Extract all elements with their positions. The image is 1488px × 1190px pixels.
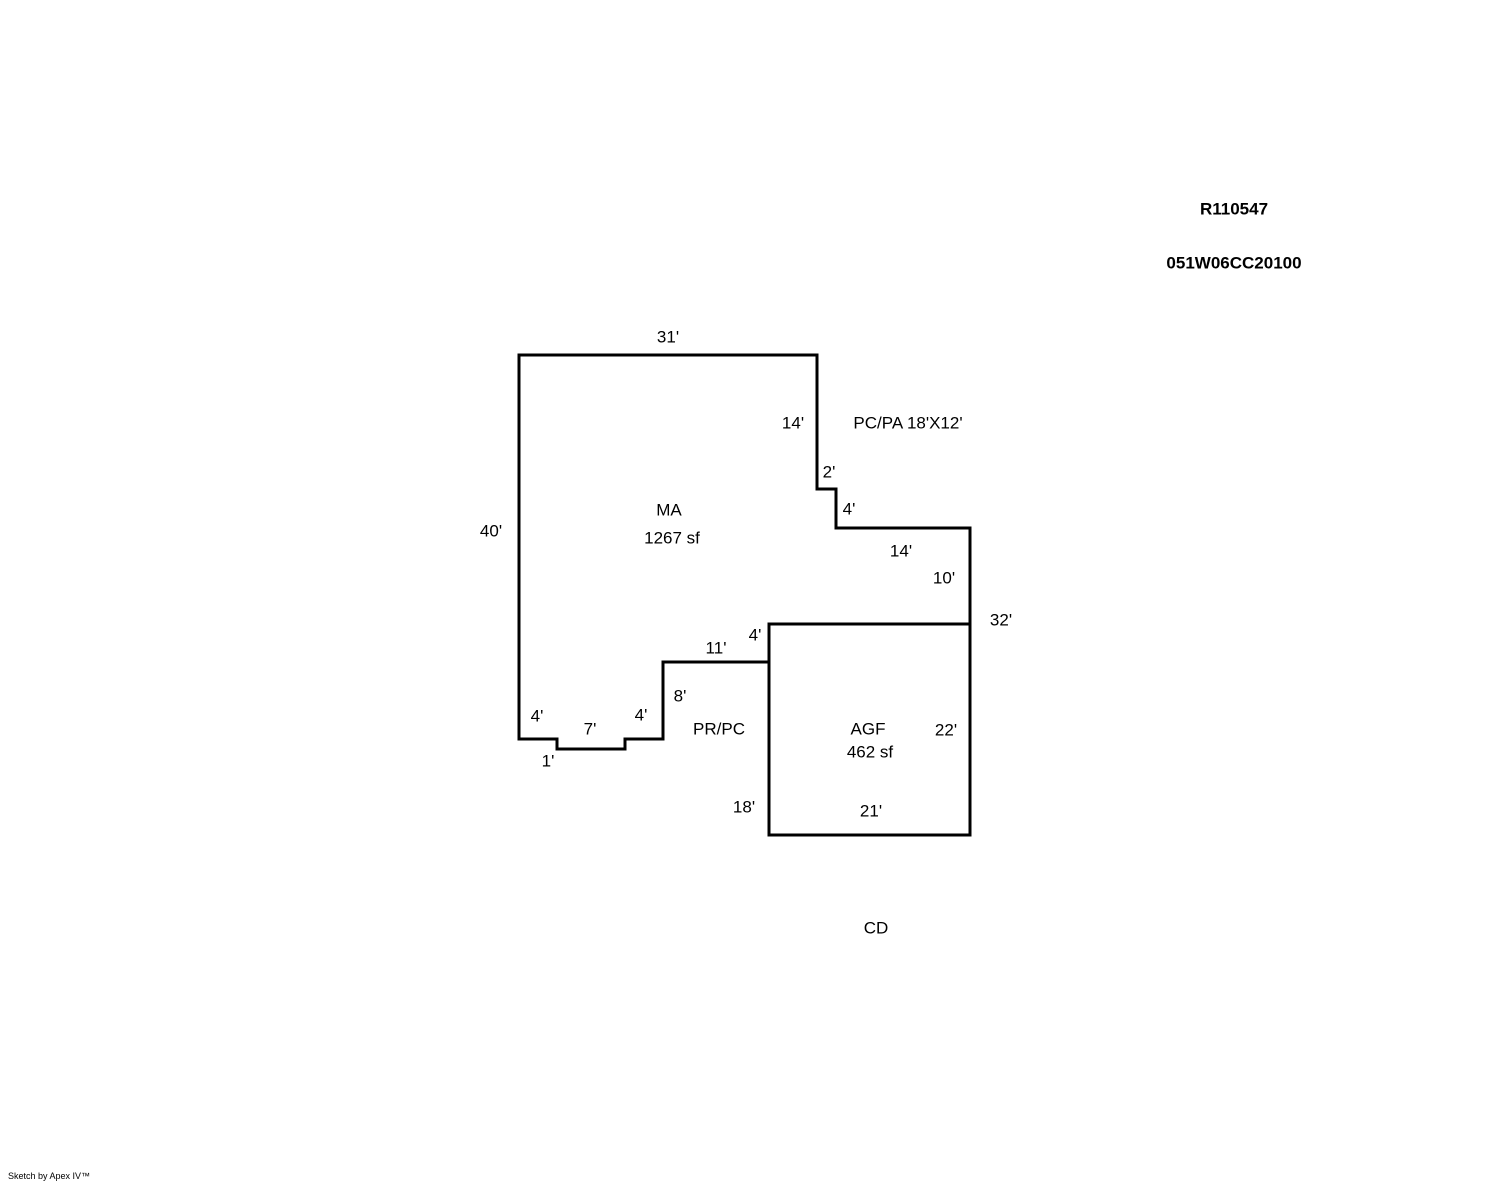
parcel-id: 051W06CC20100 bbox=[1166, 253, 1302, 273]
dim-jog-v: 4' bbox=[842, 499, 856, 519]
dim-right-mid: 10' bbox=[932, 568, 956, 588]
dim-dip1: 1' bbox=[541, 751, 555, 771]
dim-jog-h: 2' bbox=[822, 462, 836, 482]
dim-bottom-left4: 4' bbox=[530, 706, 544, 726]
dim-notch-v: 4' bbox=[748, 625, 762, 645]
dim-mid-h: 14' bbox=[889, 541, 913, 561]
ma-sqft: 1267 sf bbox=[644, 528, 700, 548]
dim-bottom7: 7' bbox=[583, 719, 597, 739]
dim-notch-h: 11' bbox=[705, 638, 727, 658]
dim-bottom-right4: 4' bbox=[634, 705, 648, 725]
dim-step-v: 8' bbox=[673, 686, 687, 706]
dim-agf-bottom: 21' bbox=[859, 801, 883, 821]
agf-outline bbox=[767, 622, 972, 837]
record-id: R110547 bbox=[1199, 199, 1269, 219]
agf-sqft: 462 sf bbox=[846, 742, 894, 762]
agf-label: AGF bbox=[850, 719, 886, 739]
dim-top: 31' bbox=[656, 327, 680, 347]
pcpa-label: PC/PA 18'X12' bbox=[853, 413, 963, 433]
cd-label: CD bbox=[863, 918, 889, 938]
dim-right-upper: 14' bbox=[781, 413, 805, 433]
dim-left: 40' bbox=[479, 521, 503, 541]
sketch-credit: Sketch by Apex IV™ bbox=[8, 1171, 91, 1181]
prpc-label: PR/PC bbox=[693, 719, 745, 739]
dim-agf-right: 22' bbox=[934, 720, 958, 740]
dim-agf-left: 18' bbox=[732, 797, 756, 817]
dim-right-total: 32' bbox=[989, 610, 1013, 630]
ma-label: MA bbox=[656, 500, 682, 520]
